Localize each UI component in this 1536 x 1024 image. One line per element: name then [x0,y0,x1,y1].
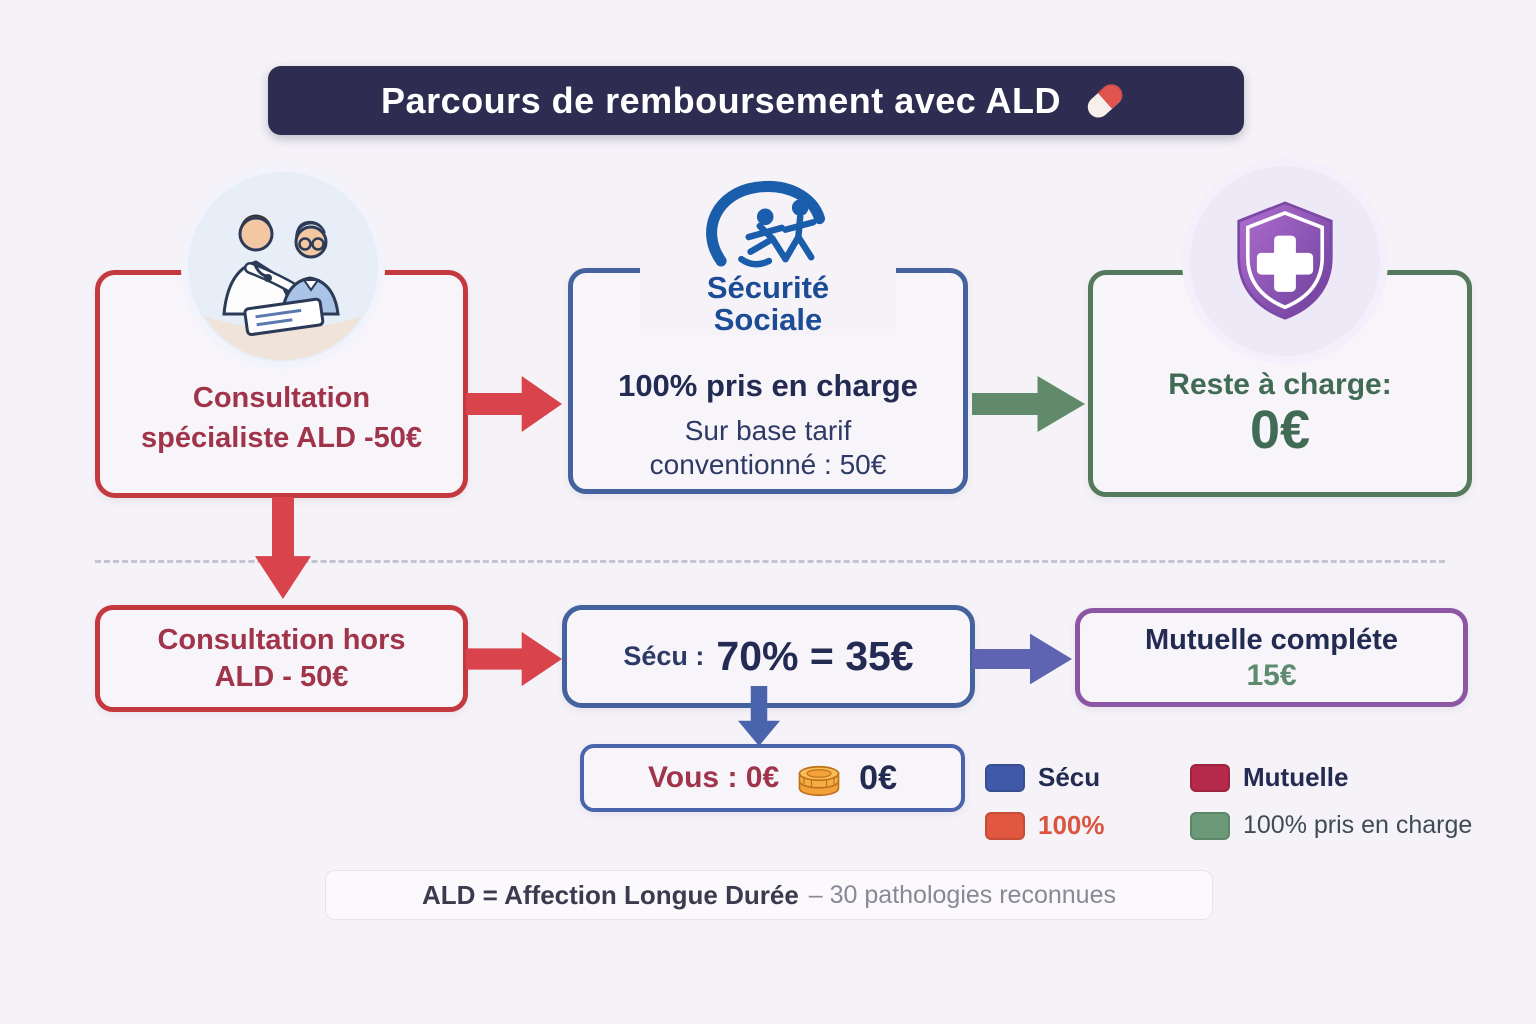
arrow-right-red-top [466,372,562,436]
box-secu-70: Sécu : 70% = 35€ [562,605,975,708]
secu-org-line2: Sociale [713,301,823,337]
reste-amount: 0€ [1249,400,1311,460]
arrow-right-red-bottom [466,628,562,690]
legend-swatch-mutuelle [1190,763,1230,792]
footer-note: ALD = Affection Longue Durée – 30 pathol… [325,870,1213,920]
legend-item-mutuelle: Mutuelle [1190,762,1472,793]
legend-label-100-pris-en-charge: 100% pris en charge [1243,811,1473,839]
secu-org-line1: Sécurité [706,270,830,305]
arrow-right-purple [972,630,1072,688]
page-title: Parcours de remboursement avec ALD [381,79,1061,121]
vous-amount: 0€ [859,758,897,797]
shield-cross-icon [1190,166,1380,356]
mutuelle-amount: 15€ [1246,659,1297,693]
doctor-patient-illustration [188,172,378,362]
box-consultation-hors-ald: Consultation hors ALD - 50€ [95,605,468,712]
secu-subline1: Sur base tarif [684,415,852,446]
arrow-right-green [972,372,1085,436]
reste-text: Reste à charge: 0€ [1088,368,1472,459]
hors-ald-line2: ALD - 50€ [214,660,349,693]
legend: Sécu Mutuelle 100% 100% pris en charge [985,762,1472,841]
hors-ald-line1: Consultation hors [157,624,406,657]
legend-item-100: 100% [985,810,1190,841]
consultation-ald-text: Consultation spécialiste ALD -50€ [95,378,468,458]
legend-label-100: 100% [1038,810,1105,840]
legend-item-100-pris-en-charge: 100% pris en charge [1190,810,1472,841]
reste-label: Reste à charge: [1168,368,1392,401]
arrow-down-red [251,497,315,599]
legend-item-secu: Sécu [985,762,1190,793]
consultation-ald-line1: Consultation [192,382,371,414]
title-bar: Parcours de remboursement avec ALD [268,66,1244,135]
secu-subline2: conventionné : 50€ [649,449,887,481]
legend-label-secu: Sécu [1038,762,1101,792]
footer-detail: – 30 pathologies reconnues [808,880,1116,909]
legend-swatch-100-pris-en-charge [1190,811,1230,840]
secu-headline: 100% pris en charge [618,368,918,403]
box-vous: Vous : 0€ 0€ [580,744,965,812]
legend-label-mutuelle: Mutuelle [1243,762,1349,792]
secu70-prefix: Sécu : [623,641,705,671]
secu-text: 100% pris en charge Sur base tarif conve… [568,368,968,482]
pill-icon [1079,78,1131,124]
vous-label: Vous : 0€ [648,761,780,794]
legend-swatch-100 [985,811,1025,840]
dashed-divider [95,560,1445,563]
consultation-ald-line2: spécialiste ALD -50€ [141,422,422,455]
arrow-down-blue [735,686,783,746]
footer-definition: ALD = Affection Longue Durée [422,879,799,910]
legend-swatch-secu [985,763,1025,792]
coins-icon [795,758,843,798]
secu70-value: 70% = 35€ [716,633,914,679]
securite-sociale-logo: Sécurité Sociale [640,180,896,337]
box-mutuelle: Mutuelle compléte 15€ [1075,608,1468,707]
mutuelle-line1: Mutuelle compléte [1145,623,1398,656]
